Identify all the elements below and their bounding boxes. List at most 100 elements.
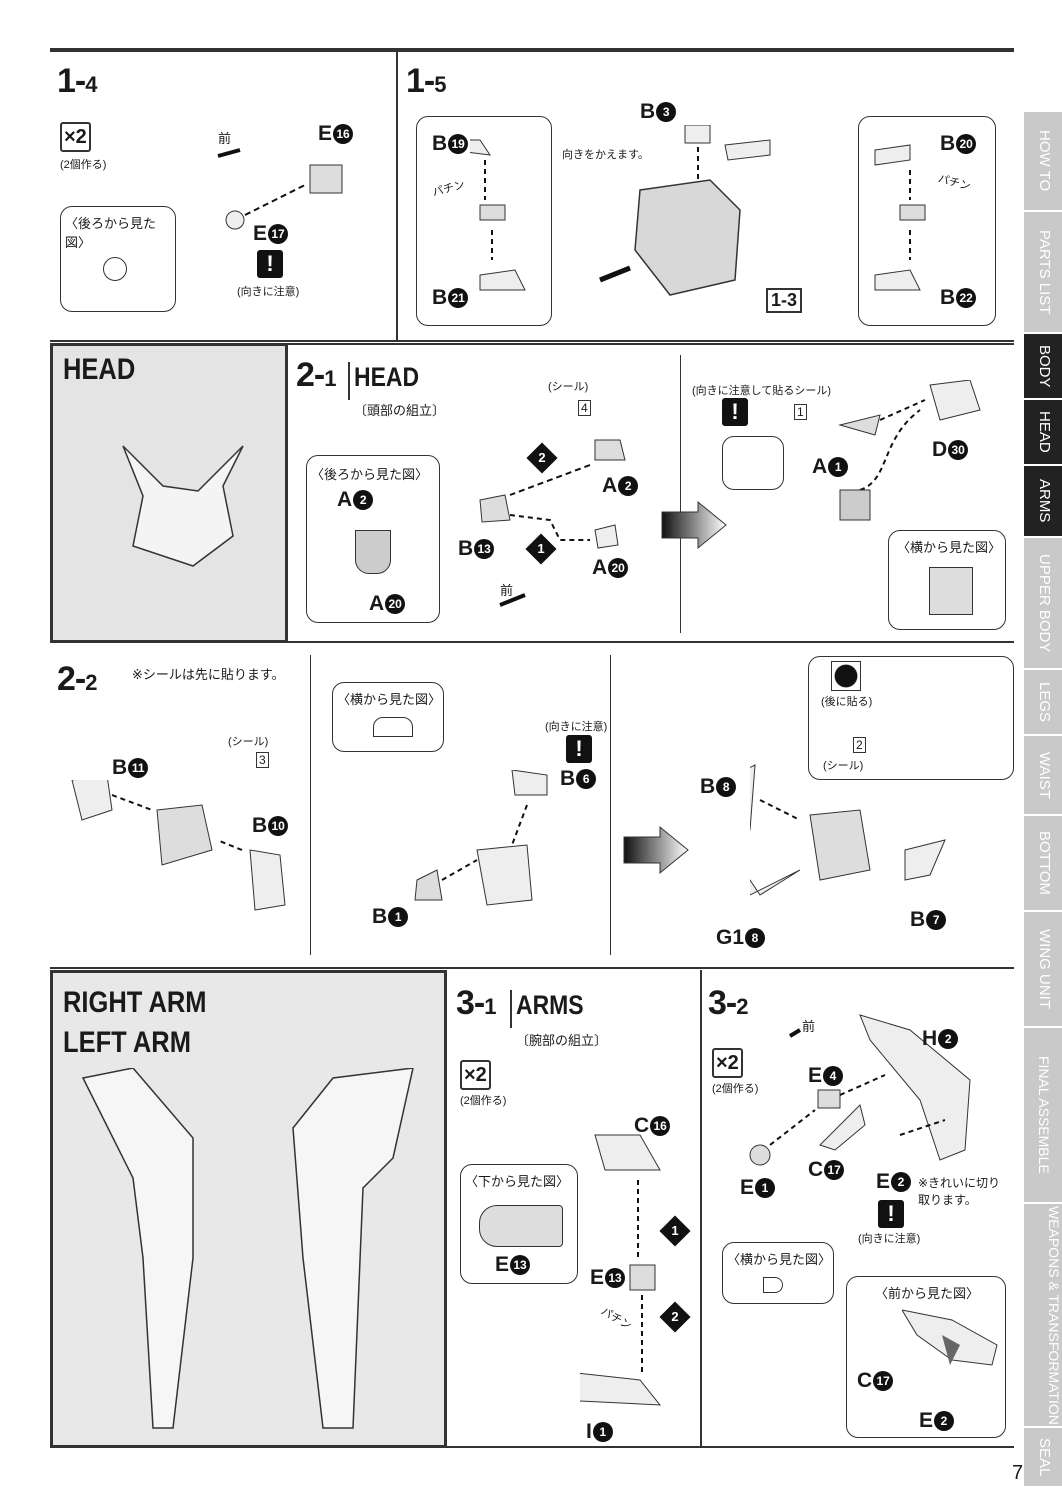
caution-icon: ! [257, 250, 283, 278]
sidebar-tab-arms[interactable]: ARMS [1024, 466, 1062, 538]
sidebar-tab-final-assemble[interactable]: FINAL ASSEMBLE [1024, 1028, 1062, 1204]
side-view-label: 〈横から見た図〉 [897, 540, 1002, 555]
caution-note: (向きに注意) [858, 1233, 921, 1245]
step-number: 1-4 [57, 62, 98, 100]
sticker-icon [831, 661, 861, 691]
sidebar-tab-upper-body[interactable]: UPPER BODY [1024, 538, 1062, 670]
divider [680, 355, 681, 633]
seal-label: (シール) [228, 736, 269, 748]
step-title: HEAD [354, 362, 420, 392]
make-two-note: (2個作る) [60, 159, 107, 171]
divider [700, 970, 702, 1448]
divider [288, 343, 1014, 345]
part-shape [763, 1277, 783, 1293]
step-2-2-right-illustration [750, 764, 946, 896]
part-b10-illustration [249, 849, 286, 911]
side-view-bubble: 〈横から見た図〉 [888, 530, 1006, 630]
front-label: 前 [802, 1019, 816, 1034]
sidebar-tab-wing-unit[interactable]: WING UNIT [1024, 912, 1062, 1028]
caution-icon: ! [722, 398, 748, 426]
head-section-panel: HEAD [50, 343, 288, 643]
caution-icon: ! [878, 1200, 904, 1228]
sidebar-tab-how-to[interactable]: HOW TO [1024, 112, 1062, 212]
step-subtitle: 〔腕部の組立〕 [516, 1033, 608, 1048]
sidebar-tab-bottom[interactable]: BOTTOM [1024, 816, 1062, 912]
front-label: 前 [500, 583, 514, 598]
step-2-2-left-illustration [71, 780, 243, 866]
make-two-badge: ×2 [460, 1060, 491, 1090]
side-view-label: 〈横から見た図〉 [727, 1252, 832, 1267]
step-number: 3-1 [456, 984, 497, 1022]
make-two-badge: ×2 [712, 1048, 743, 1078]
sticker-note: (向きに注意して貼るシール) [692, 385, 831, 397]
divider [288, 641, 1014, 643]
sidebar-tab-body[interactable]: BODY [1024, 334, 1062, 400]
step-number: 2-1 [296, 356, 337, 394]
divider [50, 340, 1014, 342]
section-title: HEAD [63, 353, 136, 386]
divider [310, 655, 311, 955]
step-number: 2-2 [57, 660, 98, 698]
turn-note: 向きをかえます。 [562, 149, 649, 161]
order-marker-1: 1 [659, 1215, 691, 1247]
step-number: 3-2 [708, 984, 749, 1022]
caution-note: (向きに注意) [237, 286, 300, 298]
step-subtitle: 〔頭部の組立〕 [354, 403, 446, 418]
caution-icon: ! [566, 735, 592, 763]
back-view-label: 〈後ろから見た図〉 [311, 467, 429, 482]
sticker-first-note: ※シールは先に貼ります。 [132, 667, 285, 682]
sidebar-tab-head[interactable]: HEAD [1024, 400, 1062, 466]
divider [50, 967, 1014, 969]
seal-number: 3 [256, 752, 269, 768]
sidebar-tab-weapons-transformation[interactable]: WEAPONS & TRANSFORMATION [1024, 1204, 1062, 1428]
make-two-note: (2個作る) [460, 1095, 507, 1107]
divider [610, 655, 611, 955]
part-back-icon [103, 257, 127, 281]
step-2-1-illustration [479, 439, 626, 607]
side-view-bubble: 〈横から見た図〉 [332, 682, 444, 752]
divider [447, 1446, 1014, 1448]
order-marker-1: 1 [525, 533, 557, 565]
step-2-2-mid-illustration [414, 770, 548, 906]
title-bar [348, 362, 350, 400]
sidebar-tab-legs[interactable]: LEGS [1024, 670, 1062, 736]
sidebar-tab-parts-list[interactable]: PARTS LIST [1024, 212, 1062, 334]
back-view-label: 〈後ろから見た図〉 [65, 216, 157, 250]
sidebar-tab-seal[interactable]: SEAL [1024, 1428, 1062, 1488]
step-title: ARMS [516, 990, 584, 1020]
reference-step-badge: 1-3 [766, 288, 803, 313]
head-illustration [122, 445, 244, 567]
front-view-illustration [902, 1309, 998, 1366]
side-view-label: 〈横から見た図〉 [337, 692, 442, 707]
snap-label: パチン [598, 1305, 634, 1333]
top-rule [50, 48, 1014, 52]
front-view-label: 〈前から見た図〉 [875, 1286, 980, 1301]
cut-note: ※きれいに切り取ります。 [918, 1176, 1001, 1207]
sidebar-tab-waist[interactable]: WAIST [1024, 736, 1062, 816]
seal-number: 4 [578, 400, 591, 416]
